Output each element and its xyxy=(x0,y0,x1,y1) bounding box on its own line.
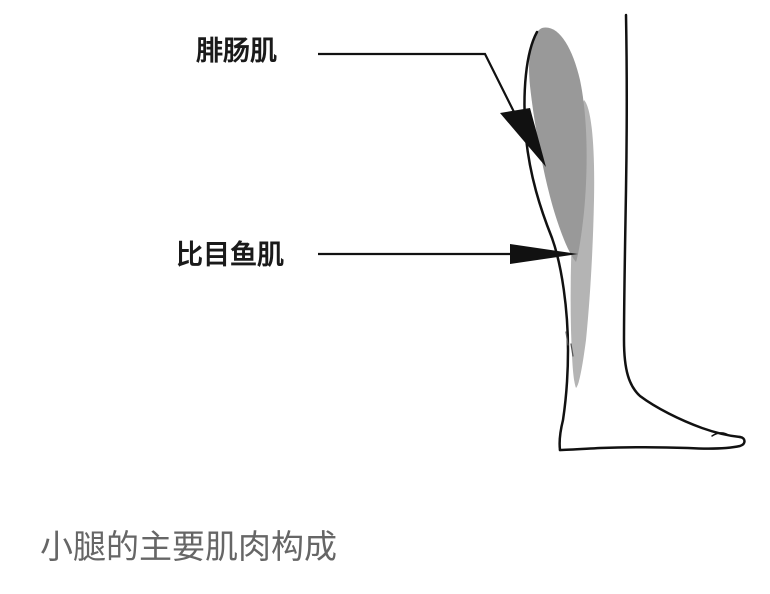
soleus-arrowhead xyxy=(510,244,578,264)
sketch-mark xyxy=(565,331,574,357)
gastrocnemius-leader-line xyxy=(318,52,517,117)
figure-caption: 小腿的主要肌肉构成 xyxy=(40,527,337,566)
gastrocnemius-label: 腓肠肌 xyxy=(196,36,277,67)
gastrocnemius-arrowhead xyxy=(500,108,546,167)
soleus-label: 比目鱼肌 xyxy=(176,240,284,271)
foot-sole-outline xyxy=(558,435,746,452)
toe-detail xyxy=(711,432,729,437)
gastrocnemius-muscle xyxy=(529,27,587,262)
shin-front-outline xyxy=(622,13,742,439)
